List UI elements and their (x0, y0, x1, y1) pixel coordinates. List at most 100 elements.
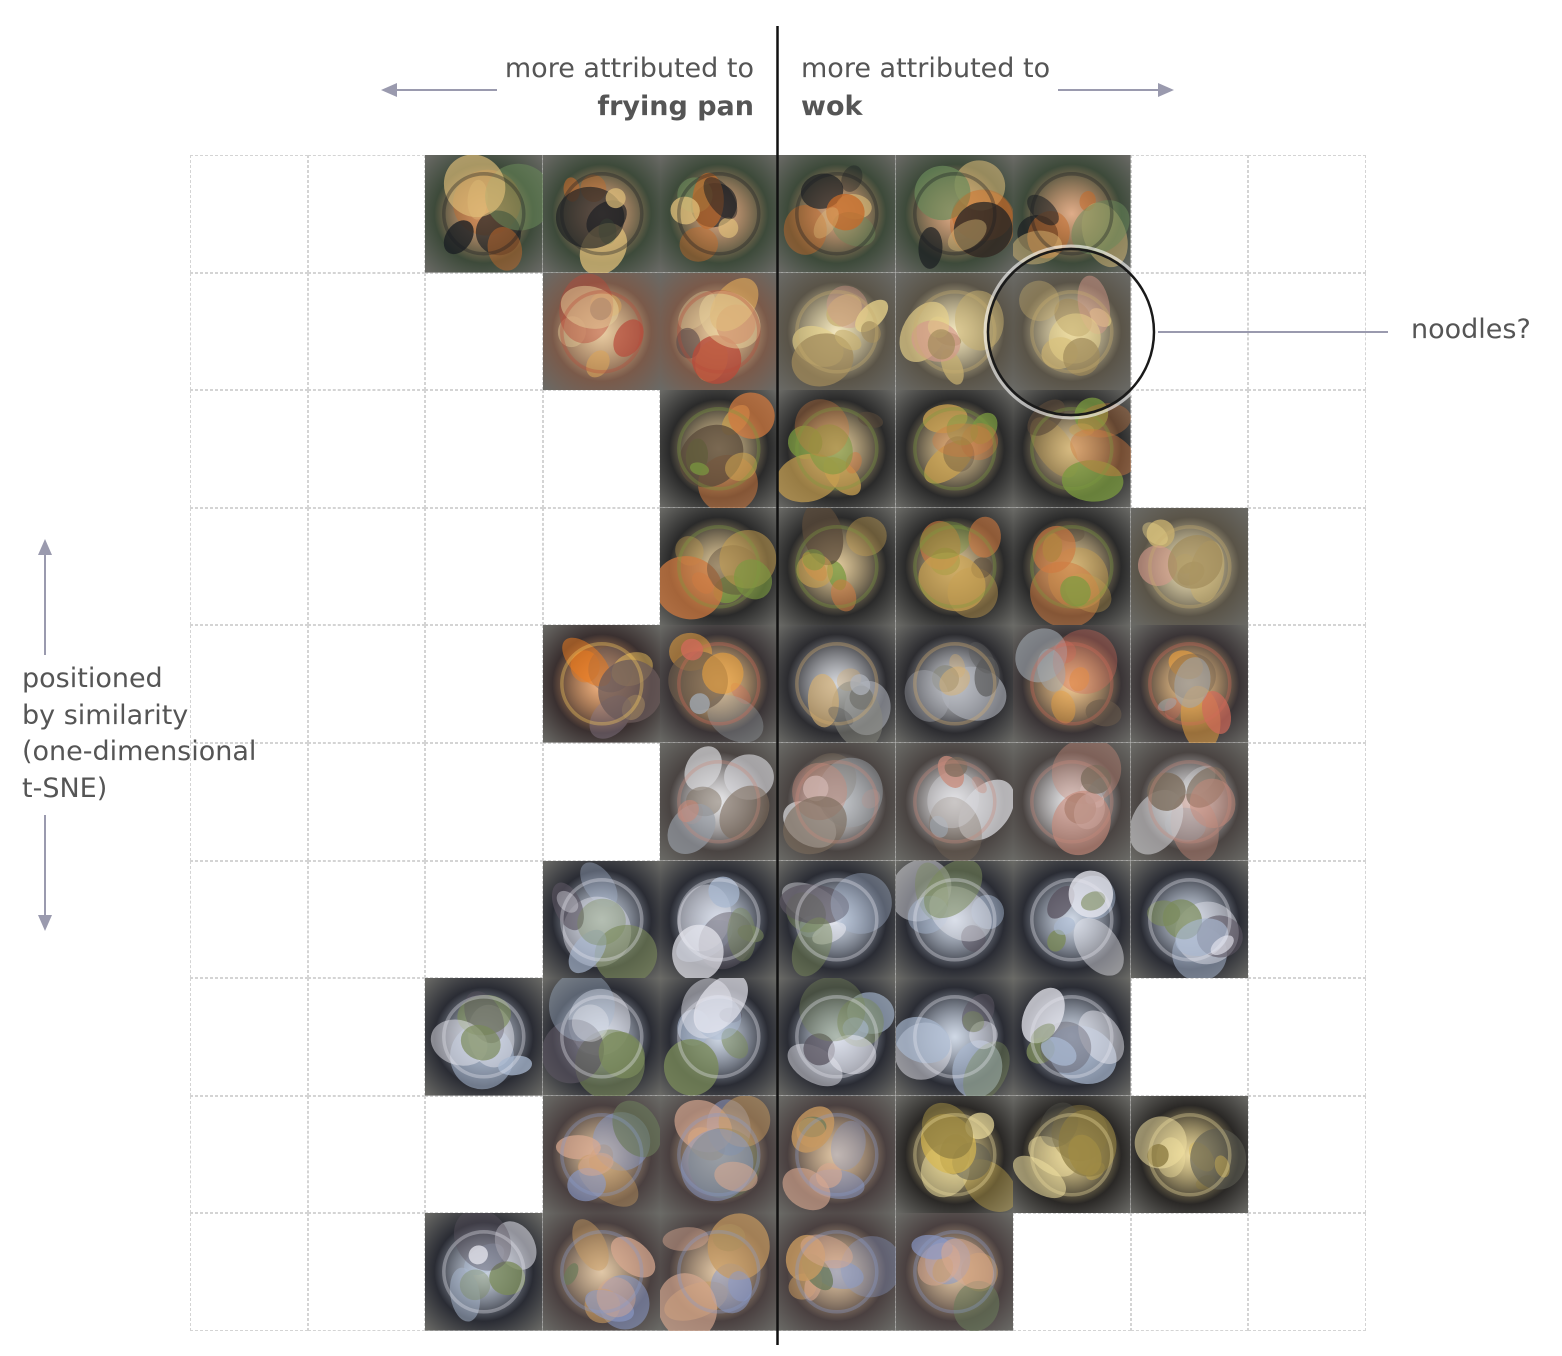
grid-cell (1130, 1213, 1249, 1331)
attribution-grid (190, 155, 1366, 1331)
visualization-tile-pan-metal (660, 978, 778, 1096)
grid-cell (307, 743, 426, 861)
visualization-tile-wok-food (778, 390, 896, 508)
visualization-tile-bird (895, 155, 1014, 273)
grid-cell (307, 978, 426, 1096)
visualization-tile-pan-metal (660, 860, 778, 979)
visualization-tile-spoon (895, 1213, 1014, 1331)
grid-cell (1013, 1213, 1131, 1331)
grid-cell (425, 272, 543, 391)
grid-cell (1248, 155, 1366, 273)
grid-cell (1248, 860, 1366, 979)
visualization-tile-pan-metal (1013, 860, 1131, 979)
visualization-tile-bowl-hand (1130, 743, 1249, 861)
header-left-line1: more attributed to (504, 53, 754, 84)
grid-cell (307, 1213, 426, 1331)
visualization-tile-bowl-hand (778, 743, 896, 861)
visualization-tile-bowl-hand (660, 743, 778, 861)
grid-cell (190, 1095, 308, 1214)
grid-cell (307, 860, 426, 979)
visualization-tile-wok-food (895, 507, 1014, 626)
visualization-tile-gold-metal (1130, 1095, 1249, 1214)
side-label-line: positioned (22, 663, 163, 694)
grid-cell (1248, 1095, 1366, 1214)
arrow-up-icon (38, 539, 52, 655)
visualization-tile-pan-metal (542, 860, 661, 979)
grid-cell (307, 1095, 426, 1214)
visualization-tile-pan-metal (778, 860, 896, 979)
visualization-tile-pan-metal (895, 978, 1014, 1096)
visualization-tile-pan-metal (1130, 860, 1249, 979)
side-label-line: t-SNE) (22, 772, 108, 804)
visualization-tile-pan-metal (425, 978, 543, 1096)
visualization-tile-bird (660, 155, 778, 273)
grid-cell (307, 390, 426, 508)
visualization-tile-pan-metal (1013, 978, 1131, 1096)
grid-cell (1248, 272, 1366, 391)
noodles-callout-label: noodles? (1411, 314, 1531, 345)
visualization-tile-spoon (660, 1213, 778, 1331)
visualization-tile-bird (1013, 155, 1131, 273)
grid-cell (1130, 272, 1249, 391)
visualization-tile-wok-metal (778, 625, 896, 743)
grid-cell (1248, 743, 1366, 861)
visualization-tile-spoon (660, 1095, 778, 1214)
visualization-tile-wok-metal (895, 625, 1014, 743)
grid-cell (190, 978, 308, 1096)
visualization-tile-noodles (1013, 272, 1131, 391)
grid-cell (1248, 625, 1366, 743)
header-right-line1: more attributed to (801, 53, 1051, 84)
arrow-down-icon (38, 815, 52, 931)
visualization-tile-spoon (778, 1095, 896, 1214)
side-label-line: (one-dimensional (22, 736, 257, 767)
visualization-tile-spoon (778, 1213, 896, 1331)
visualization-tile-wok-food (1013, 390, 1131, 508)
visualization-tile-bird (542, 155, 661, 273)
visualization-tile-pan-metal (542, 978, 661, 1096)
header-wok: more attributed to wok (801, 50, 1050, 126)
grid-cell (190, 860, 308, 979)
grid-cell (190, 390, 308, 508)
side-axis-label: positioned by similarity (one-dimensiona… (22, 661, 256, 807)
arrow-right-icon (1058, 83, 1174, 97)
visualization-tile-stove-fire (542, 625, 661, 743)
grid-cell (1130, 390, 1249, 508)
grid-cell (307, 625, 426, 743)
grid-cell (542, 743, 661, 861)
visualization-tile-bowl-hand (1013, 743, 1131, 861)
visualization-tile-bowl-hand (895, 743, 1014, 861)
visualization-tile-wok-food (895, 390, 1014, 508)
grid-cell (190, 743, 308, 861)
grid-cell (1130, 155, 1249, 273)
side-label-line: by similarity (22, 699, 189, 731)
visualization-tile-wok-food (1013, 507, 1131, 626)
grid-cell (542, 507, 661, 626)
visualization-tile-wok-food (660, 390, 778, 508)
visualization-tile-wok-food (660, 507, 778, 626)
grid-cell (1130, 978, 1249, 1096)
visualization-tile-noodles (895, 272, 1014, 391)
grid-cell (425, 390, 543, 508)
visualization-tile-spoon (542, 1213, 661, 1331)
visualization-tile-gold-metal (1013, 1095, 1131, 1214)
grid-cell (542, 390, 661, 508)
grid-cell (425, 1095, 543, 1214)
visualization-tile-noodles (1130, 507, 1249, 626)
grid-cell (190, 1213, 308, 1331)
grid-cell (190, 507, 308, 626)
visualization-tile-pan-metal (425, 1213, 543, 1331)
visualization-tile-wok-food (778, 507, 896, 626)
grid-cell (1248, 978, 1366, 1096)
visualization-tile-wok-fire (1130, 625, 1249, 743)
grid-cell (1248, 507, 1366, 626)
grid-cell (425, 860, 543, 979)
visualization-tile-pan-metal (895, 860, 1014, 979)
visualization-tile-wok-fire (660, 625, 778, 743)
grid-cell (307, 155, 426, 273)
grid-cell (307, 272, 426, 391)
visualization-tile-wok-fire (1013, 625, 1131, 743)
visualization-tile-bird (425, 155, 543, 273)
visualization-tile-gold-metal (895, 1095, 1014, 1214)
visualization-tile-pizza (542, 272, 661, 391)
grid-cell (1248, 390, 1366, 508)
